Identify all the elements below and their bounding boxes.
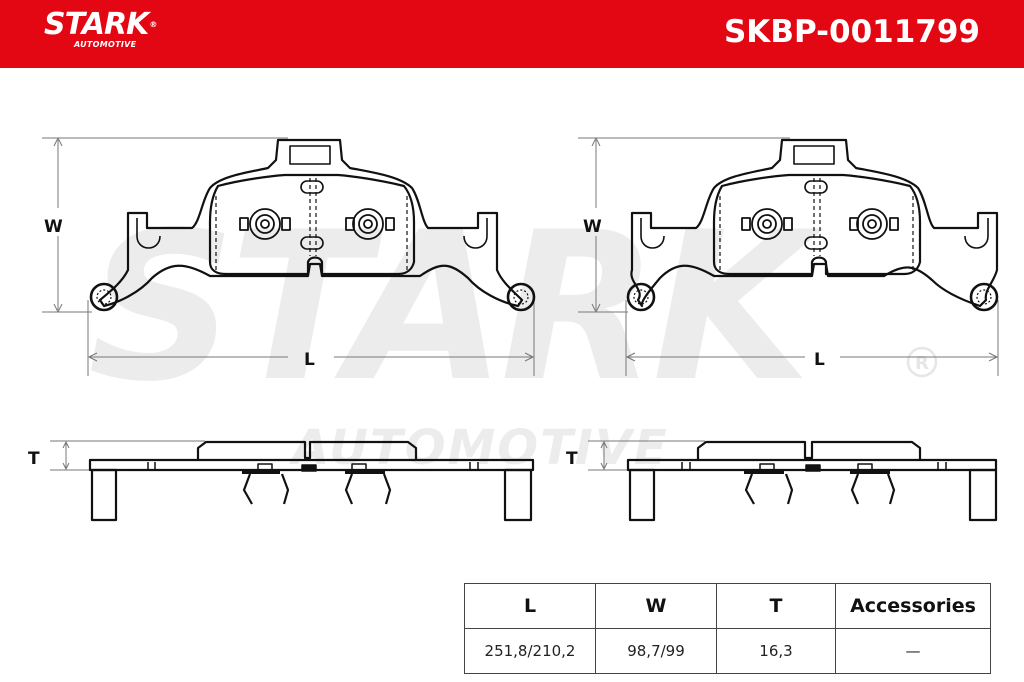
width-label-left: W	[44, 217, 63, 237]
header-width: W	[595, 583, 717, 629]
pad-side-view-right: T	[566, 440, 998, 522]
width-label-right: W	[583, 217, 602, 237]
pad-front-view-left: W L	[42, 137, 536, 376]
header-accessories: Accessories	[835, 583, 991, 629]
part-number: SKBP-0011799	[723, 14, 980, 50]
header-length: L	[464, 583, 596, 629]
cell-thickness: 16,3	[716, 628, 836, 674]
brand-name: STARK	[44, 7, 149, 42]
cell-width: 98,7/99	[595, 628, 717, 674]
spec-table: L W T Accessories 251,8/210,2 98,7/99 16…	[464, 583, 991, 674]
brand-subtitle: AUTOMOTIVE	[74, 40, 137, 49]
cell-accessories: —	[835, 628, 991, 674]
length-label-right: L	[814, 350, 825, 370]
header-bar: STARK® AUTOMOTIVE SKBP-0011799	[0, 0, 1024, 68]
registered-mark: ®	[149, 20, 157, 29]
length-label-left: L	[304, 350, 315, 370]
table-row: 251,8/210,2 98,7/99 16,3 —	[464, 628, 991, 674]
table-header-row: L W T Accessories	[464, 583, 991, 629]
svg-text:R: R	[915, 353, 929, 374]
watermark: STARK AUTOMOTIVE R	[88, 189, 938, 476]
watermark-registered-icon	[906, 346, 938, 378]
pad-front-view-right: W L	[578, 137, 999, 376]
thickness-label-left: T	[28, 449, 40, 469]
thickness-label-right: T	[566, 449, 578, 469]
header-thickness: T	[716, 583, 836, 629]
stark-logo: STARK® AUTOMOTIVE	[44, 7, 157, 50]
pad-side-view-left: T	[28, 440, 535, 522]
cell-length: 251,8/210,2	[464, 628, 596, 674]
